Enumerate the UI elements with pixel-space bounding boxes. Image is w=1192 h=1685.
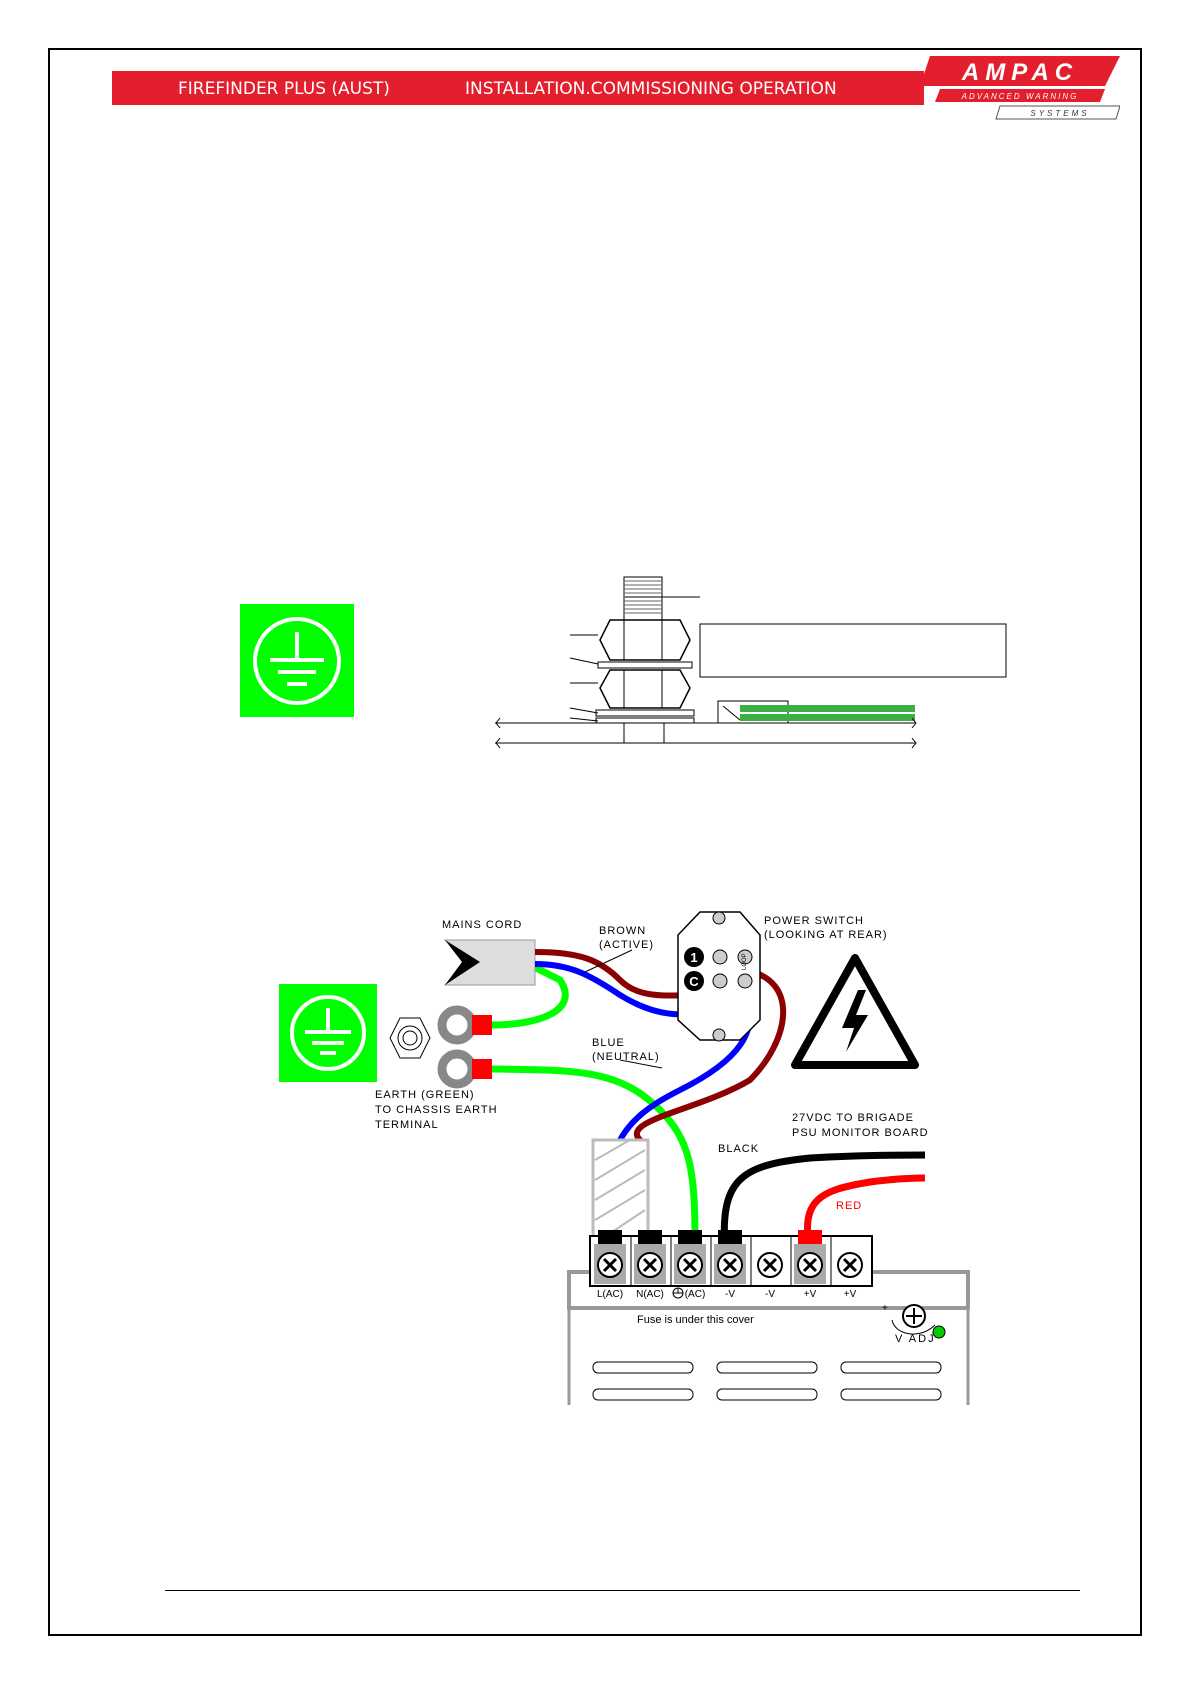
power-switch-label-sub: (LOOKING AT REAR) xyxy=(764,929,888,941)
high-voltage-warning-icon xyxy=(791,954,919,1069)
vadj-label: V ADJ xyxy=(895,1333,936,1345)
earth-label-sub: TO CHASSIS EARTH xyxy=(375,1104,498,1116)
brown-label-sub: (ACTIVE) xyxy=(599,939,654,951)
earth-label: EARTH (GREEN) xyxy=(375,1089,475,1101)
footer-rule xyxy=(165,1590,1080,1591)
fuse-note: Fuse is under this cover xyxy=(637,1314,754,1326)
power-switch-label: POWER SWITCH xyxy=(764,915,864,927)
hex-nut-icon xyxy=(389,1017,431,1059)
logo-tagline: ADVANCED WARNING xyxy=(961,92,1079,101)
brown-label: BROWN xyxy=(599,925,646,937)
brigade-label-sub: PSU MONITOR BOARD xyxy=(792,1127,929,1139)
terminal-label: L(AC) xyxy=(597,1289,623,1300)
switch-terminal-c-label: C xyxy=(689,974,699,989)
page-border xyxy=(48,48,1142,1636)
logo-brand: AMPAC xyxy=(961,59,1078,86)
terminal-label: -V xyxy=(765,1289,775,1300)
earth-terminal-icon xyxy=(672,1287,684,1299)
ampac-logo: AMPAC ADVANCED WARNING SYSTEMS xyxy=(920,56,1120,120)
terminal-label: (AC) xyxy=(685,1289,706,1300)
protective-earth-icon xyxy=(279,984,377,1082)
blue-label-sub: (NEUTRAL) xyxy=(592,1051,660,1063)
header-section: INSTALLATION.COMMISSIONING OPERATION xyxy=(465,79,837,99)
earth-label-sub2: TERMINAL xyxy=(375,1119,439,1131)
terminal-label: N(AC) xyxy=(636,1289,664,1300)
terminal-label: +V xyxy=(844,1289,857,1300)
switch-loop-label: LOOP xyxy=(742,953,748,970)
header-bar: FIREFINDER PLUS (AUST) INSTALLATION.COMM… xyxy=(112,71,924,105)
mains-cord-label: MAINS CORD xyxy=(442,919,522,931)
earth-stud xyxy=(495,576,1007,749)
logo-sub: SYSTEMS xyxy=(1030,109,1089,118)
terminal-label: -V xyxy=(725,1289,735,1300)
red-label: RED xyxy=(836,1200,862,1212)
voltage-adjust-icon xyxy=(891,1304,946,1339)
switch-terminal-1-label: 1 xyxy=(690,950,697,965)
black-label: BLACK xyxy=(718,1143,759,1155)
terminal-label: +V xyxy=(804,1289,817,1300)
header-product: FIREFINDER PLUS (AUST) xyxy=(178,79,390,99)
terminal-block xyxy=(594,1230,863,1286)
mains-wiring-diagram: 1 C LOOP xyxy=(279,911,970,1405)
earth-stud-diagram xyxy=(240,576,1007,749)
vadj-plus: + xyxy=(882,1303,888,1314)
brigade-label: 27VDC TO BRIGADE xyxy=(792,1112,914,1124)
protective-earth-icon xyxy=(240,604,354,717)
blue-label: BLUE xyxy=(592,1037,625,1049)
